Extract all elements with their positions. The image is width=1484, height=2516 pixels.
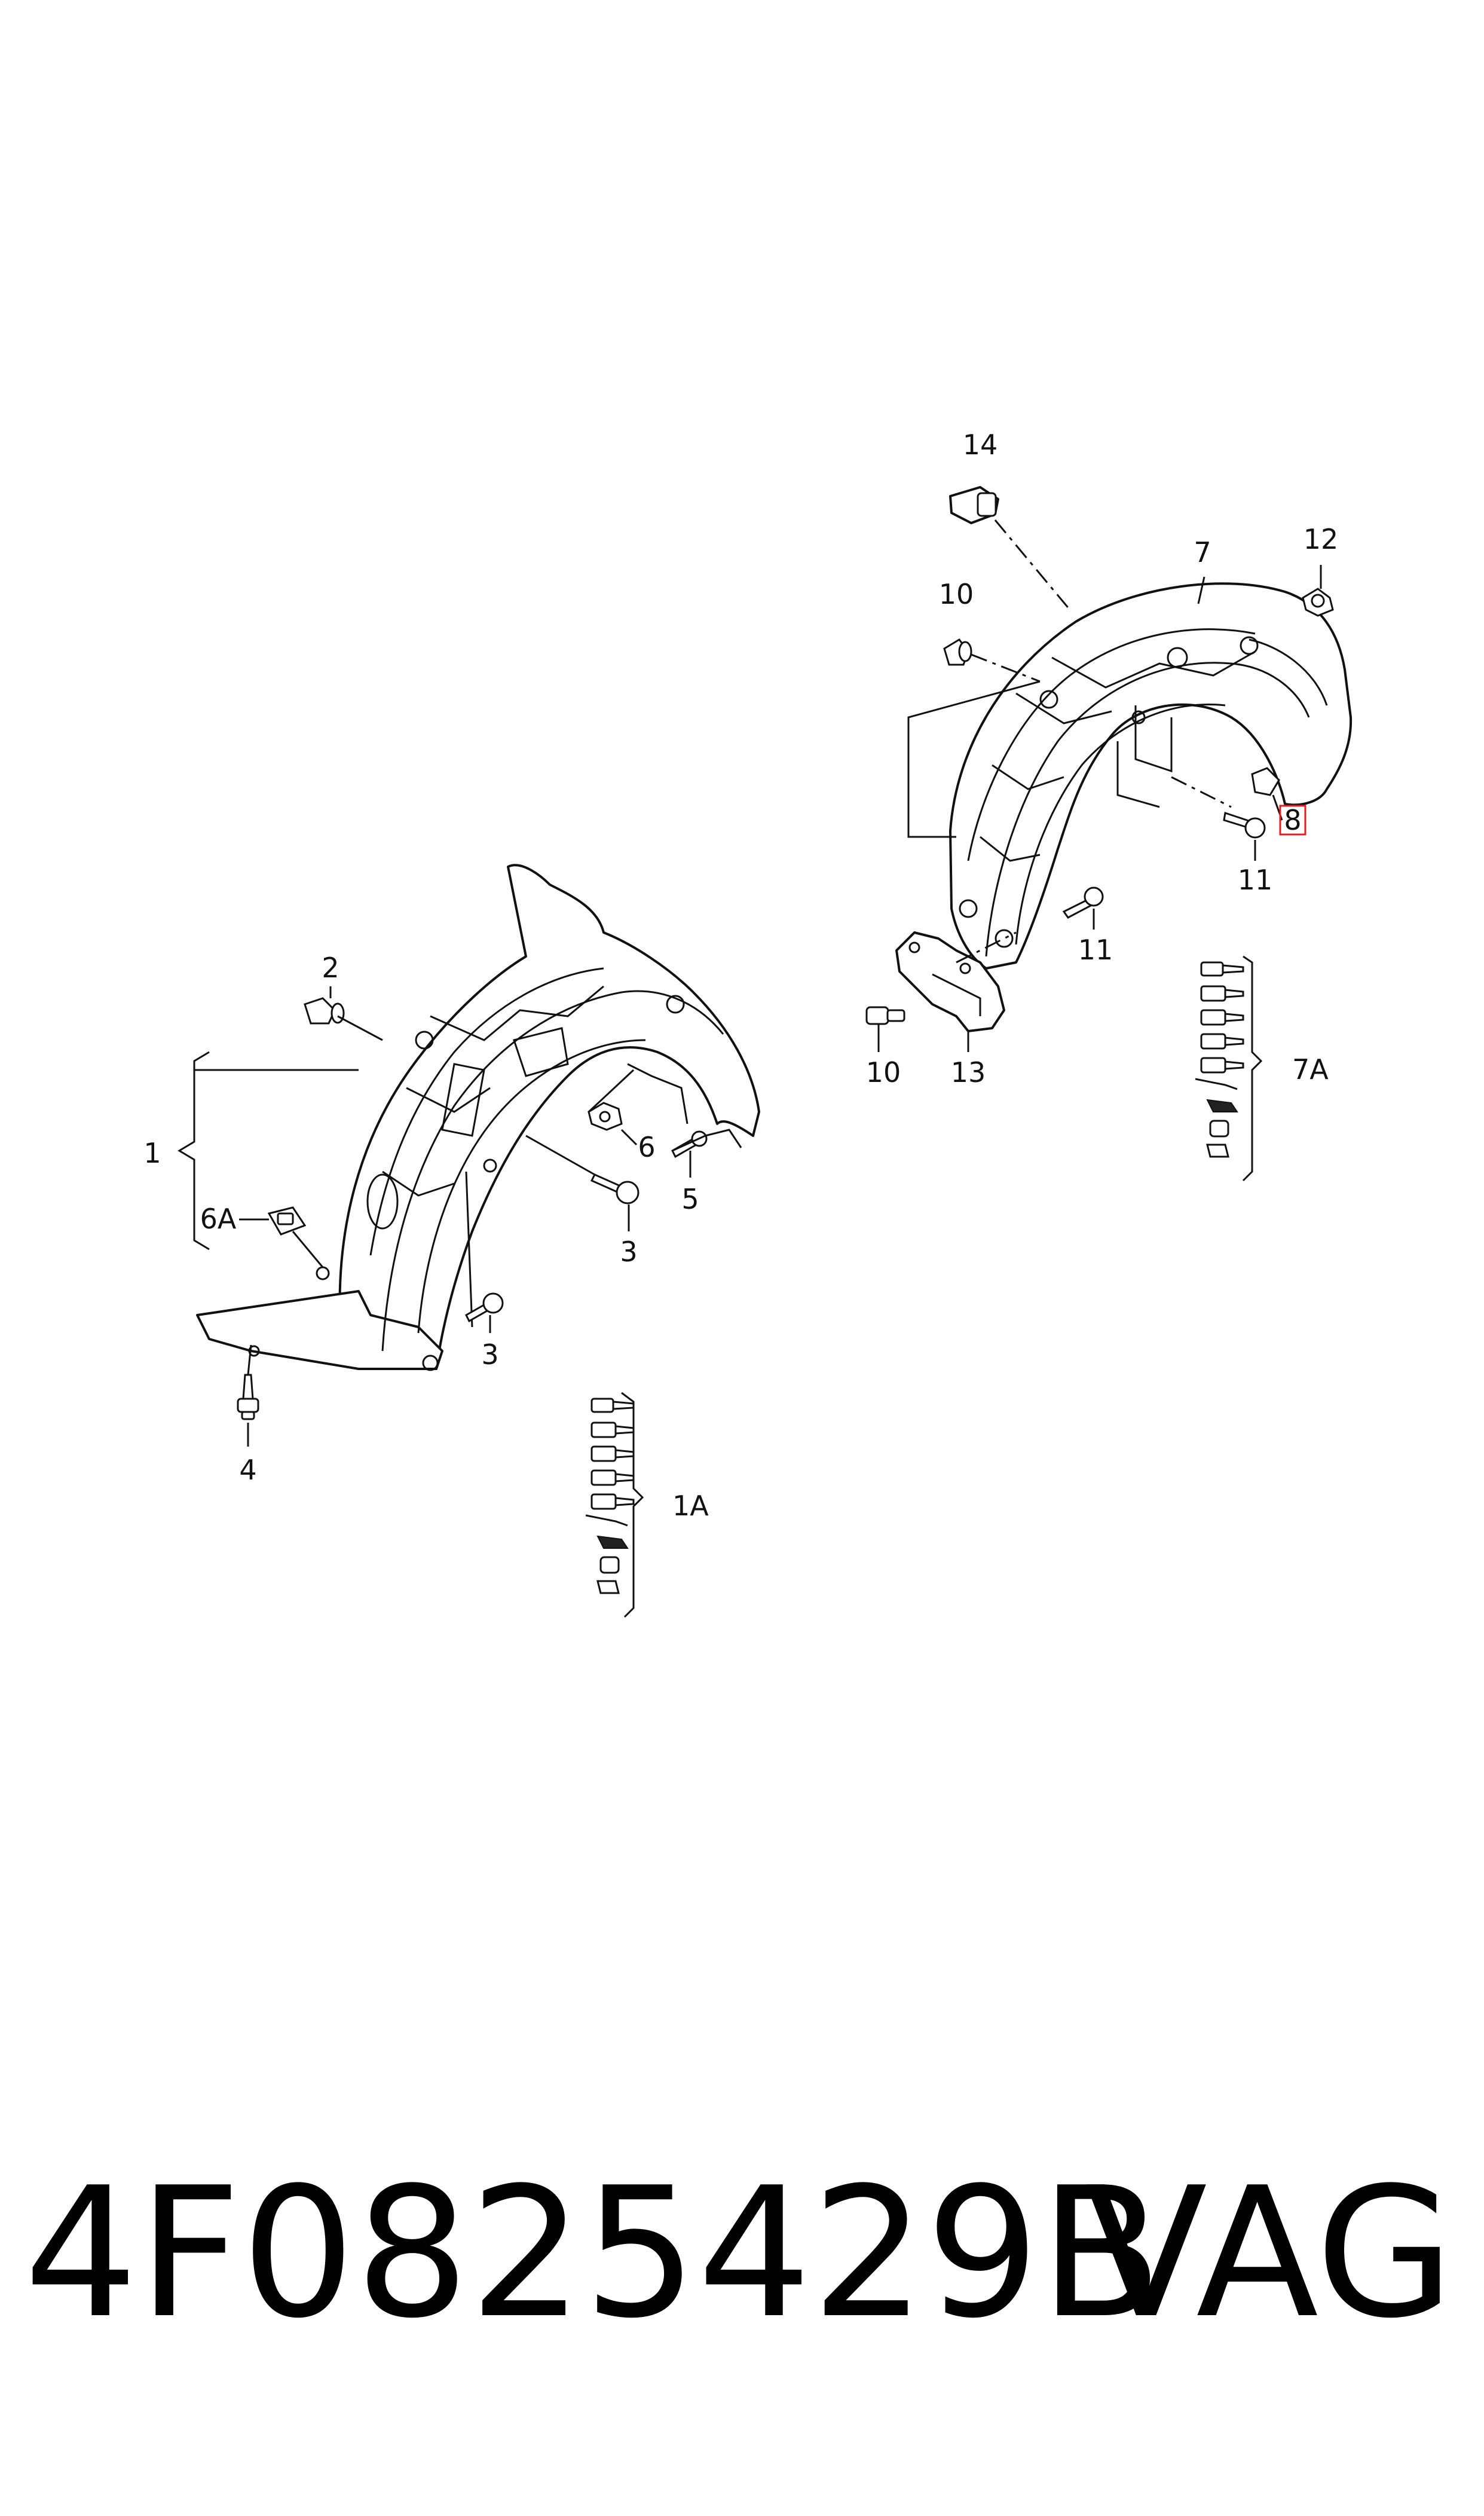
label-3-lower: 3 [481,1338,498,1371]
leader-6-to-liner [588,1069,635,1113]
label-10-upper: 10 [939,578,974,610]
label-7A: 7A [1292,1053,1329,1086]
clip-8 [1251,767,1280,796]
label-6A: 6A [200,1203,237,1235]
fastener-set-1A [585,1392,644,1618]
screw-4 [237,1374,259,1420]
clip-12 [1302,588,1334,617]
clip-14 [949,486,999,524]
wheel-housing-liner-rear [949,582,1353,970]
brand-name: VAG [1085,2149,1455,2358]
label-1: 1 [143,1137,161,1169]
leader-5-to-liner [672,1135,706,1152]
bracket-7-frame [907,680,1041,838]
wheel-housing-liner-front [196,864,760,1371]
label-8: 8 [1284,804,1301,836]
label-3-upper: 3 [620,1236,637,1268]
screw-11-lower [1062,886,1104,919]
leader-10-upper [971,653,1041,683]
clip-nut-6A [267,1206,307,1236]
label-11-lower: 11 [1078,934,1113,966]
label-13: 13 [951,1056,986,1089]
leader-11-to-liner [1171,776,1232,808]
leader-4-to-liner [247,1344,252,1375]
label-6: 6 [638,1131,655,1163]
leader-6A-to-liner [292,1231,324,1268]
clip-6 [588,1102,623,1131]
screw-3-lower [465,1292,504,1323]
highlight-box-8 [1279,805,1306,836]
label-1A: 1A [672,1490,709,1522]
leader-6 [620,1129,638,1146]
label-2: 2 [322,952,339,984]
label-4: 4 [239,1454,256,1486]
label-10-lower: 10 [866,1056,901,1089]
expanding-rivet-10-lower [865,1006,905,1025]
expanding-rivet-2 [304,997,345,1025]
label-11-right: 11 [1238,864,1273,896]
bracket-13 [895,931,1005,1032]
leader-3u-to-liner [525,1135,595,1176]
leader-2-to-liner [337,1015,383,1041]
part-number: 4F0825429B [24,2149,1163,2358]
leader-7 [1197,576,1205,604]
label-12: 12 [1304,523,1339,555]
bracket-1 [178,1051,210,1251]
label-14: 14 [963,429,998,461]
label-7: 7 [1194,536,1211,568]
expanding-rivet-10-upper [943,638,972,666]
leader-13-to-liner [956,931,1017,964]
fastener-set-7A [1195,955,1263,1182]
leader-14 [994,519,1071,610]
screw-3-upper [590,1173,640,1204]
screw-11-right [1223,812,1266,839]
label-5: 5 [681,1183,699,1215]
